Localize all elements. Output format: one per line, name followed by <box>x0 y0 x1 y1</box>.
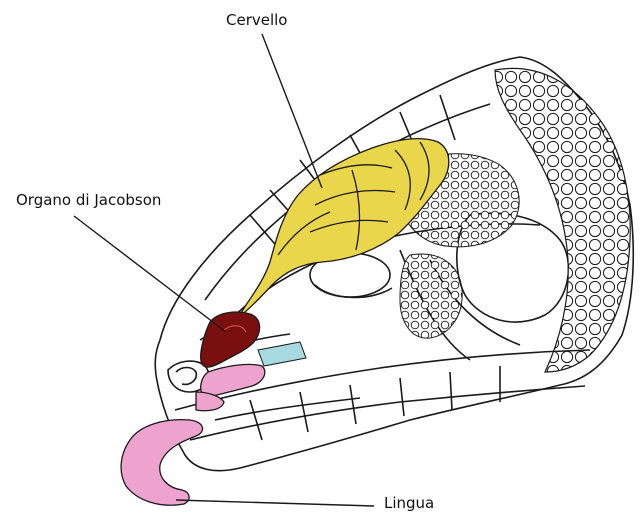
brain-label: Cervello <box>226 11 288 29</box>
tongue-leader-line <box>176 500 374 506</box>
nasal-duct-shape <box>258 342 306 366</box>
jacobson-organ-shape <box>201 312 260 367</box>
tongue-shape <box>121 364 265 505</box>
tongue-label: Lingua <box>384 494 434 512</box>
jacobson-organ-label: Organo di Jacobson <box>16 191 161 209</box>
brain-leader-line <box>262 34 322 188</box>
scale-texture <box>399 68 630 372</box>
jacobson-leader-line <box>74 216 226 332</box>
leader-lines <box>74 34 374 506</box>
